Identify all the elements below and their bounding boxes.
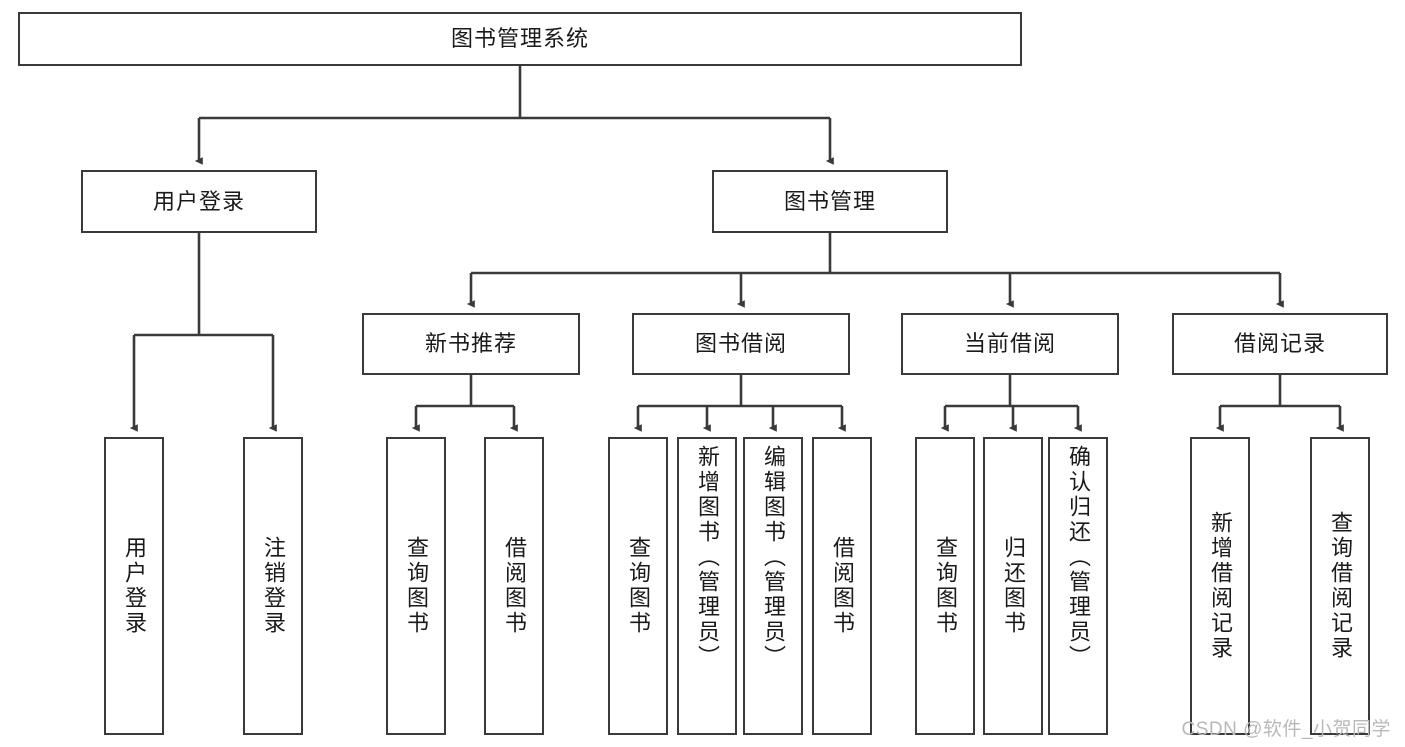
node-label: 注销登录 [261,536,286,636]
node-leaf11[interactable]: 确认归还（管理员） [1048,437,1108,735]
node-root[interactable]: 图书管理系统 [18,12,1022,66]
node-label: 用户登录 [152,188,245,214]
node-label: 编辑图书（管理员） [761,445,786,670]
node-leaf5[interactable]: 查询图书 [608,437,668,735]
node-label: 查询图书 [933,536,958,636]
node-label: 归还图书 [1001,536,1026,636]
node-leaf12[interactable]: 新增借阅记录 [1190,437,1250,735]
node-login[interactable]: 用户登录 [81,170,317,233]
node-label: 借阅图书 [502,536,527,636]
node-label: 当前借阅 [963,331,1056,356]
node-label: 图书管理 [783,188,876,214]
node-label: 借阅记录 [1233,331,1326,356]
node-current[interactable]: 当前借阅 [901,313,1119,375]
csdn-watermark: CSDN @软件_小贺同学 [1181,719,1391,740]
node-label: 新书推荐 [424,331,517,356]
node-leaf2[interactable]: 注销登录 [243,437,303,735]
node-leaf4[interactable]: 借阅图书 [484,437,544,735]
node-label: 查询借阅记录 [1328,511,1353,661]
node-leaf13[interactable]: 查询借阅记录 [1310,437,1370,735]
node-bookmgmt[interactable]: 图书管理 [712,170,948,233]
node-label: 新增借阅记录 [1208,511,1233,661]
node-leaf9[interactable]: 查询图书 [915,437,975,735]
node-borrow[interactable]: 图书借阅 [632,313,850,375]
node-label: 新增图书（管理员） [695,445,720,670]
node-label: 借阅图书 [830,536,855,636]
node-label: 确认归还（管理员） [1066,445,1091,670]
node-newbook[interactable]: 新书推荐 [362,313,580,375]
node-label: 图书管理系统 [450,26,589,51]
node-label: 查询图书 [626,536,651,636]
node-leaf10[interactable]: 归还图书 [983,437,1043,735]
node-leaf1[interactable]: 用户登录 [104,437,164,735]
node-leaf3[interactable]: 查询图书 [386,437,446,735]
node-leaf8[interactable]: 借阅图书 [812,437,872,735]
node-label: 图书借阅 [694,331,787,356]
node-records[interactable]: 借阅记录 [1172,313,1388,375]
node-label: 查询图书 [404,536,429,636]
node-leaf6[interactable]: 新增图书（管理员） [677,437,737,735]
node-leaf7[interactable]: 编辑图书（管理员） [743,437,803,735]
node-label: 用户登录 [122,536,147,636]
